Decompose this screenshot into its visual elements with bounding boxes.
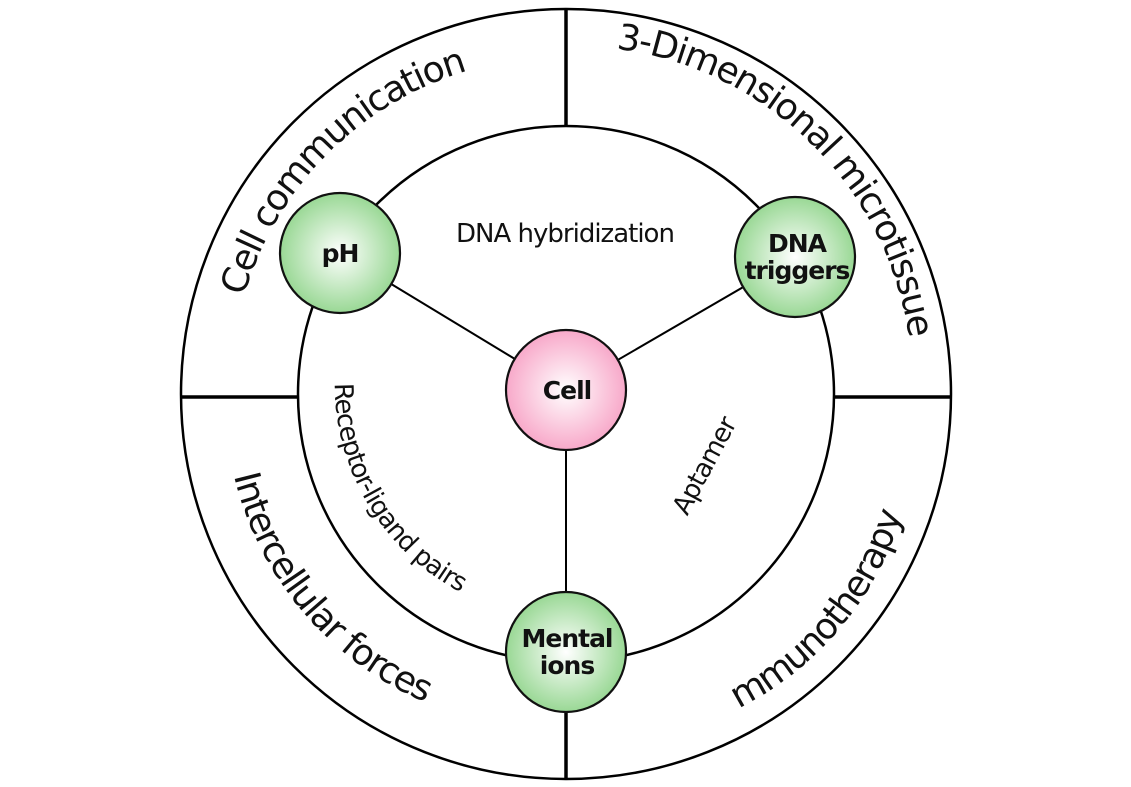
node-mental-ions-label-line1: Mental [521,624,612,653]
node-mental-ions-circle [504,590,628,714]
inner-label-aptamer: Aptamer [667,412,744,520]
node-ph: pH [278,191,402,315]
node-mental-ions-label-line2: ions [540,651,595,680]
node-cell: Cell [504,328,628,452]
node-ph-label: pH [322,239,359,268]
node-dna-triggers: DNA triggers [733,195,857,319]
node-cell-circle [504,328,628,452]
node-ph-circle [278,191,402,315]
outer-label-intercellular-forces: Intercellular forces [225,468,437,710]
inner-label-dna-hybridization: DNA hybridization [456,219,674,249]
inner-label-receptor-ligand-pairs: Receptor-ligand pairs [328,383,472,599]
node-dna-triggers-label-line1: DNA [768,229,828,258]
node-dna-triggers-label-line2: triggers [745,256,850,285]
node-dna-triggers-circle [733,195,857,319]
node-mental-ions: Mental ions [504,590,628,714]
node-cell-label: Cell [543,376,591,405]
